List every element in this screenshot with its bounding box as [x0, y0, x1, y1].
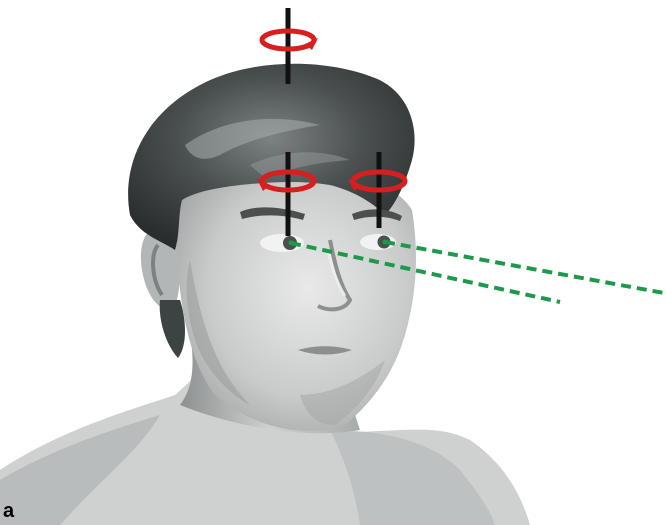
hair-sideburn — [160, 300, 185, 358]
panel-label: a — [3, 500, 14, 522]
gaze-line-right — [385, 242, 664, 293]
